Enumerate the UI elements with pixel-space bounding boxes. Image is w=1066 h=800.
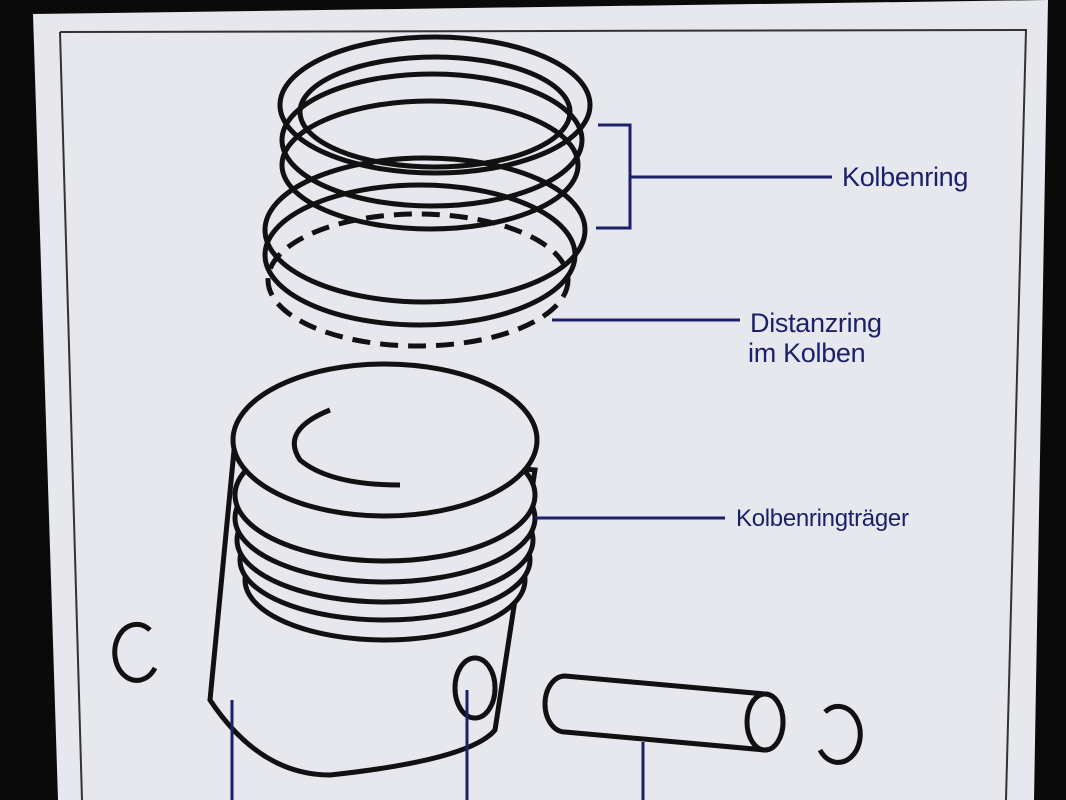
circlips [112, 621, 863, 765]
label-piston-ring: Kolbenring [842, 162, 969, 192]
frame-border [59, 28, 1028, 800]
frame-border-left [59, 31, 83, 800]
label-spacer-ring-line2: im Kolben [748, 338, 866, 368]
piston-pin [542, 673, 786, 753]
label-spacer-ring-line1: Distanzring [750, 308, 882, 338]
leader-lines [230, 123, 832, 800]
piston [207, 361, 540, 778]
piston-rings [262, 34, 593, 349]
label-ring-carrier: Kolbenringträger [736, 505, 909, 532]
